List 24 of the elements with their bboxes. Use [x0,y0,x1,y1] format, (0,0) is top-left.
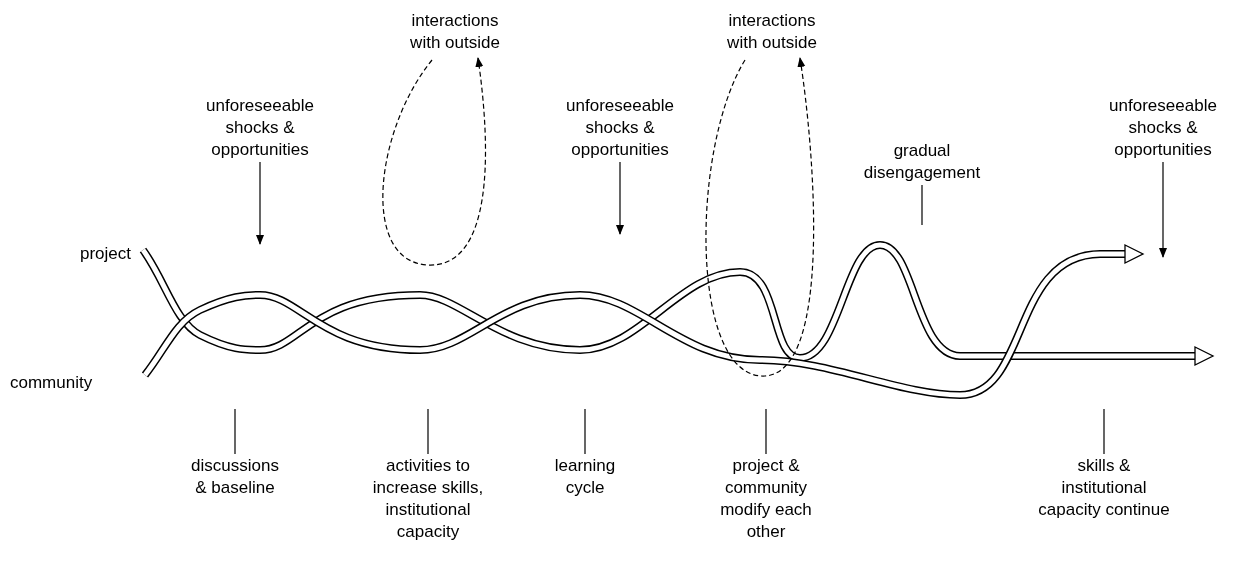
annotation-text: gradual disengagement [859,140,985,184]
leader-line [921,184,923,226]
annotation-text: unforeseeable shocks & opportunities [1100,95,1226,161]
arrow [616,161,624,235]
dashed-loop-arrow [705,57,815,377]
leader-line [427,408,429,455]
leader-line [584,408,586,455]
stage-label: learning cycle [542,455,628,499]
arrow [1159,161,1167,258]
annotation-text: interactions with outside [401,10,509,54]
stage-label: activities to increase skills, institutional capacity [360,455,496,543]
leader-line [1103,408,1105,455]
dashed-loop-arrow [382,57,487,266]
annotation-text: unforeseeable shocks & opportunities [197,95,323,161]
annotation-text: unforeseeable shocks & opportunities [557,95,683,161]
leader-line [234,408,236,455]
stage-label: project & community modify each other [713,455,819,543]
stage-label: skills & institutional capacity continue [1035,455,1173,521]
strand-label: project [80,243,132,265]
strand-label: community [10,372,93,394]
leader-line [765,408,767,455]
arrow [256,161,264,245]
annotation-text: interactions with outside [718,10,826,54]
stage-label: discussions & baseline [186,455,284,499]
